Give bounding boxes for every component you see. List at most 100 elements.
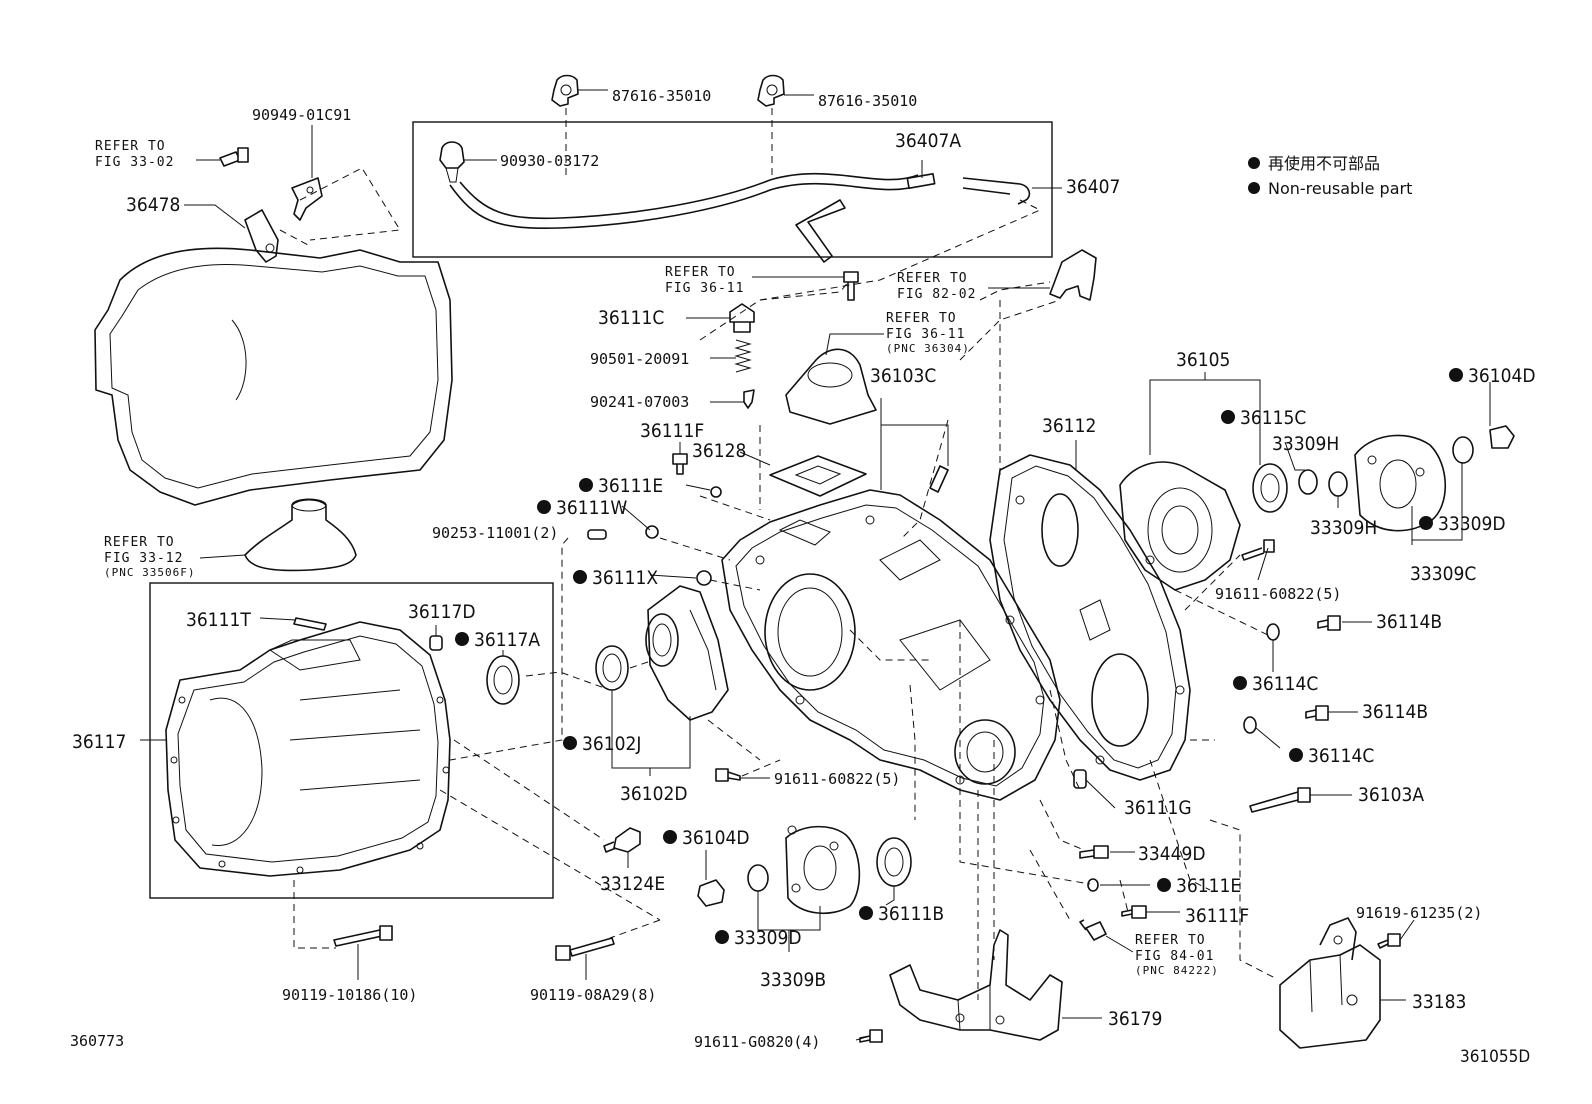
refer-line: (PNC 84222) (1135, 964, 1219, 977)
bolt-90119-10186 (333, 925, 393, 947)
part-number-36111e-bot: 36111E (1176, 875, 1241, 897)
part-number-36103a: 36103A (1358, 784, 1424, 806)
part-number-9161961235: 91619-61235(2) (1356, 904, 1482, 922)
part-number-36111f-bot: 36111F (1185, 905, 1249, 927)
nonreusable-mark (1449, 368, 1463, 382)
part-number-87616b: 87616-35010 (818, 92, 917, 110)
assembly-line (1149, 759, 1211, 891)
extension-housing-36117 (165, 621, 451, 877)
part-number-36111t: 36111T (186, 609, 251, 631)
refer-fig-36-11-b: REFER TO FIG 36-11 (PNC 36304) (825, 311, 969, 356)
assembly-line (1029, 849, 1071, 921)
diagram-id-right: 361055D (1460, 1047, 1530, 1067)
bolt-91619-61235 (1377, 933, 1401, 949)
bolt-36111f-top (672, 453, 688, 475)
part-number-33124e: 33124E (600, 873, 665, 895)
assembly-line (849, 629, 930, 661)
assembly-line (959, 620, 1091, 885)
part-number-36112: 36112 (1042, 415, 1096, 437)
nonreusable-mark (579, 478, 593, 492)
breather-hose-group-box (412, 121, 1053, 258)
part-number-36114b-a: 36114B (1376, 611, 1442, 633)
refer-line: REFER TO (1135, 933, 1206, 948)
part-number-36103c: 36103C (870, 365, 936, 387)
part-number-36114c-a: 36114C (1252, 673, 1318, 695)
part-number-36105: 36105 (1176, 349, 1230, 371)
assembly-line (1174, 589, 1271, 637)
washer-33309d-r (1452, 436, 1474, 464)
rear-extension-36105 (1119, 461, 1241, 591)
refer-fig-36-11-a: REFER TO FIG 36-11 (665, 265, 844, 296)
nonreusable-mark (663, 830, 677, 844)
part-number-36104d-r: 36104D (1468, 365, 1536, 387)
nonreusable-mark (537, 500, 551, 514)
bolt-91611-60822-r (1241, 539, 1275, 561)
refer-line: FIG 82-02 (897, 287, 976, 302)
assembly-line (629, 661, 649, 669)
part-number-36111c: 36111C (598, 307, 664, 329)
plug-36111c (729, 303, 755, 333)
nonreusable-mark (1221, 410, 1235, 424)
part-number-36111w: 36111W (556, 497, 627, 519)
refer-line: FIG 84-01 (1135, 949, 1214, 964)
bearing-36117a (486, 655, 520, 705)
assembly-line (609, 919, 661, 939)
seal-36111x (696, 570, 712, 586)
hose-clip-right (757, 74, 785, 107)
part-number-36407a: 36407A (895, 130, 961, 152)
hose-union-36407a (906, 173, 936, 189)
refer-line: FIG 33-02 (95, 155, 174, 170)
part-number-33309h-b: 33309H (1310, 517, 1377, 539)
nonreusable-mark (1233, 676, 1247, 690)
assembly-line (659, 537, 731, 561)
part-number-9093003172: 90930-03172 (500, 152, 599, 170)
part-number-33309h-a: 33309H (1272, 433, 1339, 455)
part-number-36111e-top: 36111E (598, 475, 663, 497)
nonreusable-mark (1419, 516, 1433, 530)
bolt-91611-60822-m (715, 768, 741, 782)
nonreusable-mark (1157, 878, 1171, 892)
assembly-line (707, 719, 761, 761)
part-number-33309d-r: 33309D (1438, 513, 1506, 535)
part-number-9161160822-m: 91611-60822(5) (774, 770, 900, 788)
assembly-line (741, 759, 781, 777)
part-number-91611g0820: 91611-G0820(4) (694, 1033, 820, 1051)
part-number-36179: 36179 (1108, 1008, 1162, 1030)
nonreusable-mark (455, 632, 469, 646)
refer-fig-33-02: REFER TO FIG 33-02 (95, 139, 220, 170)
legend-dot-en (1248, 182, 1260, 194)
assembly-line (1209, 819, 1276, 979)
plug-36117d (429, 635, 443, 651)
part-number-36128: 36128 (692, 440, 746, 462)
transfer-case-front-housing (721, 489, 1061, 801)
pin-36111g (1073, 769, 1087, 789)
assembly-line (699, 495, 771, 521)
pin-36103c (929, 465, 949, 493)
part-number-33309b: 33309B (760, 969, 826, 991)
part-number-33309c: 33309C (1410, 563, 1476, 585)
refer-line: FIG 33-12 (104, 551, 183, 566)
part-number-33309d-b: 33309D (734, 927, 802, 949)
assembly-line (709, 579, 761, 591)
nonreusable-mark (1289, 748, 1303, 762)
pin-36111t (293, 617, 327, 631)
nonreusable-mark (563, 736, 577, 750)
assembly-line (453, 739, 605, 841)
washer-33309h-b (1328, 471, 1348, 497)
bolt-90949 (219, 147, 249, 167)
transfer-mount-33183 (1279, 917, 1381, 1049)
washer-36111e-top (710, 486, 722, 498)
hose-clip-left (551, 74, 579, 107)
bolt-36111f-bot (1121, 905, 1147, 919)
bracket-36478 (244, 209, 279, 263)
part-number-36102j: 36102J (582, 733, 641, 755)
part-number-36407: 36407 (1066, 176, 1120, 198)
part-number-36478: 36478 (126, 194, 180, 216)
part-number-9094901c91: 90949-01C91 (252, 106, 351, 124)
plug-36114b-a (1317, 615, 1341, 631)
nonreusable-mark (715, 930, 729, 944)
refer-fig-84-01: REFER TO FIG 84-01 (PNC 84222) (1105, 933, 1219, 977)
part-number-36111f-top: 36111F (640, 420, 704, 442)
